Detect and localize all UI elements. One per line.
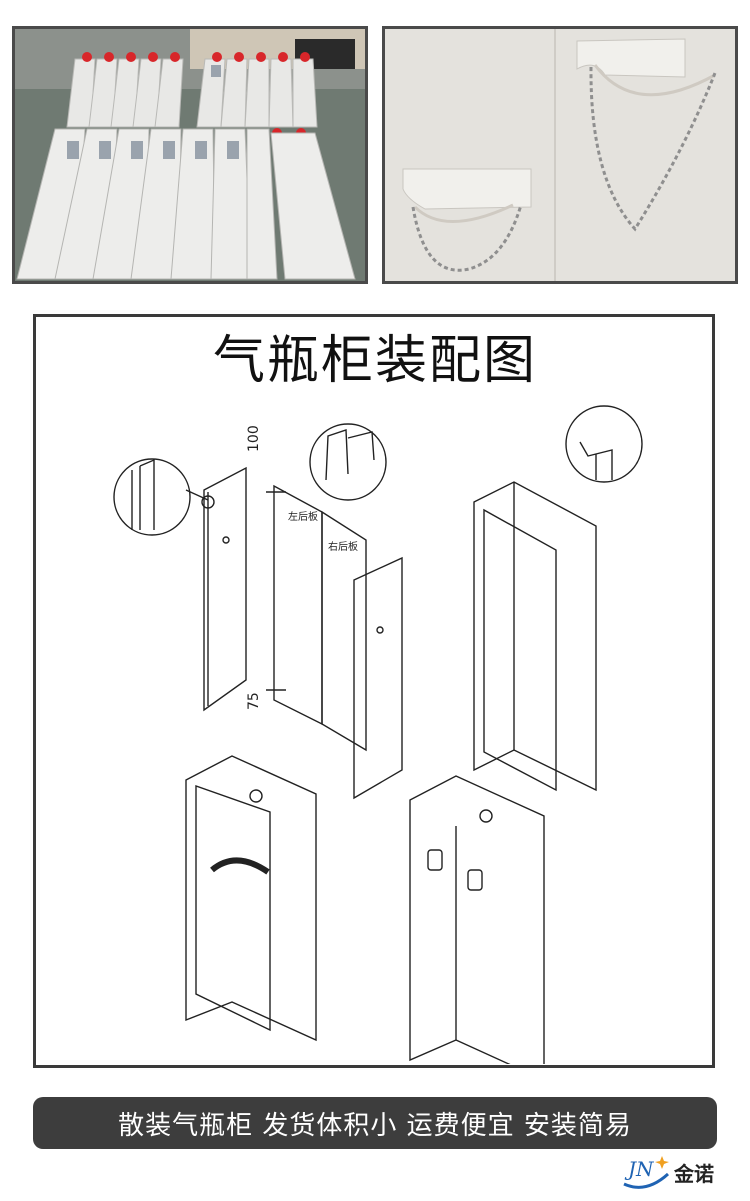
feature-banner: 散装气瓶柜 发货体积小 运费便宜 安装简易: [33, 1097, 717, 1149]
cabinet-frame: [185, 755, 317, 1042]
panel-label-left: 左后板: [288, 510, 318, 523]
assembly-diagram-frame: [33, 314, 715, 1068]
product-photo-panels: [12, 26, 368, 284]
detail-circle-right: [565, 405, 643, 483]
frame-assembled: [473, 481, 597, 792]
banner-text: 散装气瓶柜 发货体积小 运费便宜 安装简易: [118, 1110, 632, 1141]
detail-circle-middle: [309, 423, 387, 501]
brand-logo: JN 金诺: [618, 1150, 738, 1194]
back-panel-right: [321, 510, 367, 752]
product-photo-bottle-holders: [382, 26, 738, 284]
side-panel-right: [353, 556, 403, 800]
cabinet-closed: [409, 775, 545, 1064]
panel-label-right: 右后板: [328, 540, 358, 553]
bottle-holder-photo-illustration: [385, 29, 735, 281]
dimension-top: 100: [246, 425, 262, 452]
panels-photo-illustration: [15, 29, 365, 281]
side-panel-left: [203, 466, 247, 712]
detail-circle-left: [113, 458, 191, 536]
brand-mark-icon: JN: [623, 1156, 670, 1189]
diagram-title: 气瓶柜装配图: [212, 331, 537, 391]
brand-name: 金诺: [674, 1161, 714, 1186]
assembly-diagram: 左后板 右后板 100 75: [113, 405, 643, 1064]
dimension-bottom: 75: [246, 692, 262, 710]
svg-text:JN: JN: [624, 1157, 655, 1181]
